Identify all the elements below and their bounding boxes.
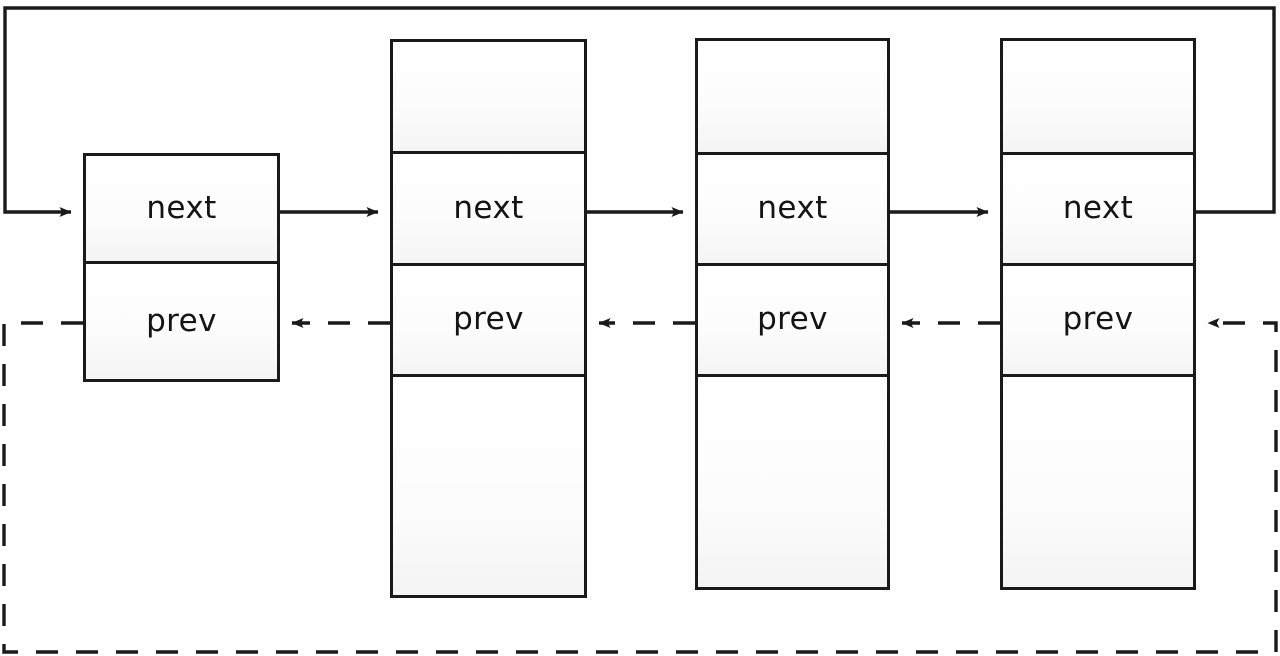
node-1-cell-next[interactable]: next: [86, 156, 277, 265]
node-3-cell-top-empty[interactable]: [698, 41, 887, 155]
list-node-3[interactable]: next prev: [695, 38, 890, 590]
node-4-next-label: next: [1062, 190, 1134, 227]
node-1-cell-prev[interactable]: prev: [86, 264, 277, 379]
node-3-cell-bottom-empty[interactable]: [698, 377, 887, 587]
node-1-prev-label: prev: [146, 303, 217, 340]
node-2-cell-prev[interactable]: prev: [393, 265, 584, 378]
node-4-cell-next[interactable]: next: [1003, 154, 1193, 266]
node-3-next-label: next: [757, 190, 828, 227]
node-2-cell-top-empty[interactable]: [393, 42, 584, 154]
node-4-cell-top-empty[interactable]: [1003, 41, 1193, 155]
node-3-cell-prev[interactable]: prev: [698, 265, 887, 378]
node-3-cell-next[interactable]: next: [698, 154, 887, 266]
list-node-2[interactable]: next prev: [390, 39, 587, 598]
node-2-prev-label: prev: [453, 301, 524, 338]
node-4-cell-bottom-empty[interactable]: [1003, 377, 1193, 587]
node-2-next-label: next: [453, 189, 524, 226]
node-4-prev-label: prev: [1062, 301, 1134, 338]
list-node-1[interactable]: next prev: [83, 153, 280, 382]
node-3-prev-label: prev: [757, 301, 828, 338]
list-node-4[interactable]: next prev: [1000, 38, 1196, 590]
node-2-cell-next[interactable]: next: [393, 153, 584, 266]
node-2-cell-bottom-empty[interactable]: [393, 377, 584, 595]
prev-wrap-link-1-4: [2, 317, 1278, 654]
node-4-cell-prev[interactable]: prev: [1003, 265, 1193, 378]
node-1-next-label: next: [146, 190, 217, 227]
next-wrap-link-4-1: [3, 6, 1276, 218]
